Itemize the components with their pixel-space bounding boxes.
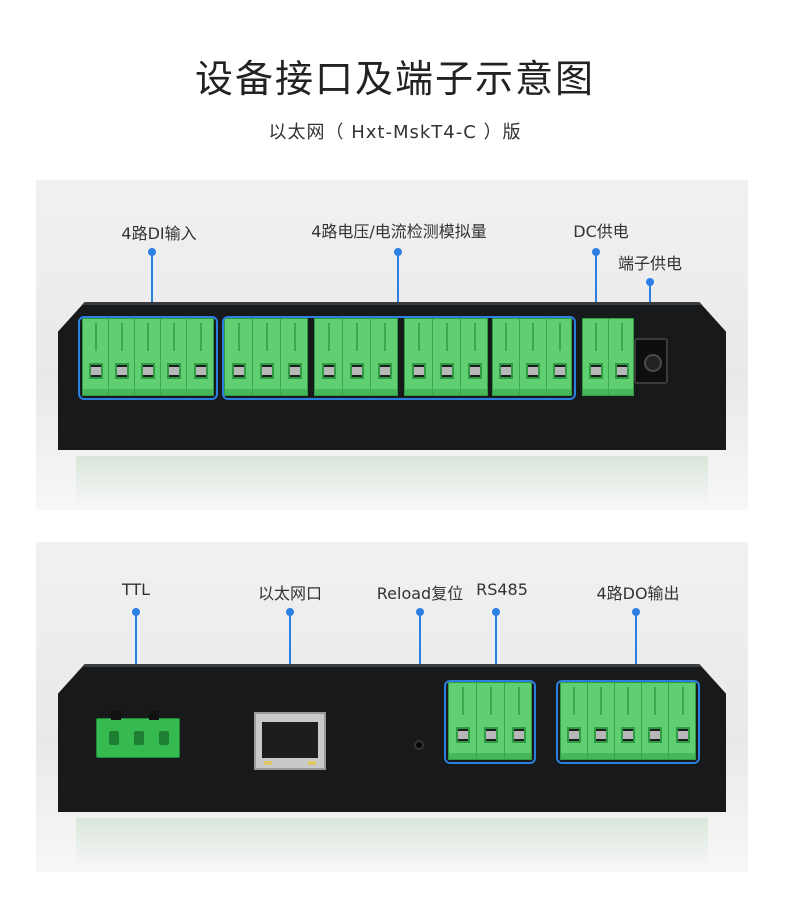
ttl-connector [96, 711, 180, 758]
dc-power-jack [634, 338, 668, 384]
analog-terminal-block-3 [404, 318, 488, 396]
bottom-interface-panel: TTL 以太网口 Reload复位 RS485 4路DO输出 [36, 542, 748, 872]
do-terminal-block [560, 682, 696, 760]
label-di-input: 4路DI输入 [121, 224, 197, 243]
label-dc-power: DC供电 [573, 222, 629, 241]
leader-line-ttl [135, 612, 137, 708]
analog-highlight-box [222, 316, 576, 400]
rs485-terminal-block [448, 682, 532, 760]
power-terminal-block [582, 318, 634, 396]
leader-line-do [635, 612, 637, 680]
label-reload-reset: Reload复位 [376, 584, 464, 603]
label-ttl: TTL [121, 580, 151, 599]
page-title: 设备接口及端子示意图 [194, 57, 595, 101]
leader-line-rs485 [495, 612, 497, 680]
label-do-output: 4路DO输出 [596, 584, 680, 603]
analog-terminal-block-4 [492, 318, 572, 396]
label-analog-input: 4路电压/电流检测模拟量 [311, 222, 487, 241]
di-highlight-box [78, 316, 218, 400]
leader-line-di [151, 252, 153, 318]
ethernet-rj45-port [254, 712, 326, 770]
leader-line-analog [397, 252, 399, 318]
device-reflection [76, 456, 708, 506]
label-terminal-power: 端子供电 [617, 254, 683, 273]
page-subtitle: 以太网（ Hxt-MskT4-C ）版 [268, 122, 522, 143]
top-interface-panel: 4路DI输入 4路电压/电流检测模拟量 DC供电 端子供电 [36, 180, 748, 510]
leader-line-dc [595, 252, 597, 318]
analog-terminal-block-2 [314, 318, 398, 396]
analog-terminal-block-1 [224, 318, 308, 396]
do-highlight-box [556, 680, 700, 764]
label-rs485: RS485 [476, 580, 528, 599]
di-terminal-block [82, 318, 214, 396]
leader-line-ethernet [289, 612, 291, 712]
device-reflection-bottom [76, 818, 708, 868]
label-ethernet-port: 以太网口 [257, 584, 323, 603]
reload-reset-button [414, 740, 424, 750]
rs485-highlight-box [444, 680, 536, 764]
